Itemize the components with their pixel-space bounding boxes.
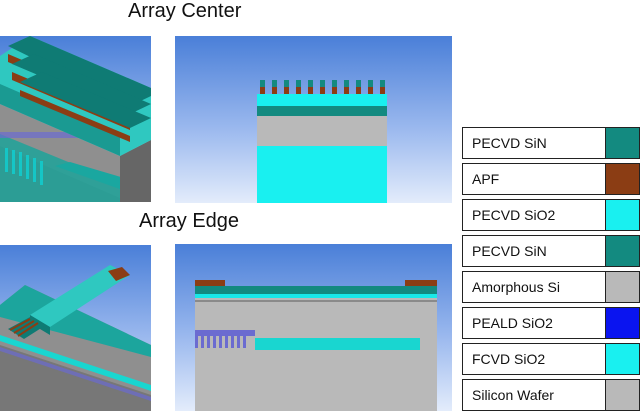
legend-item-label: Amorphous Si [472, 279, 560, 295]
legend-item-label: PECVD SiO2 [472, 207, 556, 223]
array-center-3d-view [0, 36, 151, 202]
legend-item-label: FCVD SiO2 [472, 351, 546, 367]
legend-item: FCVD SiO2 [462, 343, 640, 375]
legend-color-swatch [605, 128, 639, 158]
legend-item-label: PEALD SiO2 [472, 315, 553, 331]
array-edge-heading: Array Edge [139, 210, 240, 232]
legend-item: Silicon Wafer [462, 379, 640, 411]
array-edge-3d-view [0, 245, 151, 411]
legend-item: PEALD SiO2 [462, 307, 640, 339]
array-edge-cross-section [175, 244, 452, 411]
legend-item: PECVD SiN [462, 127, 640, 159]
array-center-section-drawing [257, 80, 387, 203]
legend-item: APF [462, 163, 640, 195]
legend-item-label: Silicon Wafer [472, 387, 554, 403]
legend-item: PECVD SiO2 [462, 199, 640, 231]
legend-color-swatch [605, 236, 639, 266]
legend-item-label: PECVD SiN [472, 135, 547, 151]
legend-color-swatch [605, 272, 639, 302]
array-edge-3d-drawing [0, 265, 151, 411]
array-center-heading: Array Center [128, 0, 242, 22]
legend-item: PECVD SiN [462, 235, 640, 267]
array-center-cross-section [175, 36, 452, 203]
legend-color-swatch [605, 344, 639, 374]
legend-color-swatch [605, 200, 639, 230]
array-center-3d-drawing [0, 36, 151, 202]
legend-item-label: APF [472, 171, 500, 187]
legend-color-swatch [605, 164, 639, 194]
legend-color-swatch [605, 380, 639, 410]
legend-item: Amorphous Si [462, 271, 640, 303]
legend-item-label: PECVD SiN [472, 243, 547, 259]
legend-color-swatch [605, 308, 639, 338]
array-edge-section-drawing [195, 280, 437, 411]
